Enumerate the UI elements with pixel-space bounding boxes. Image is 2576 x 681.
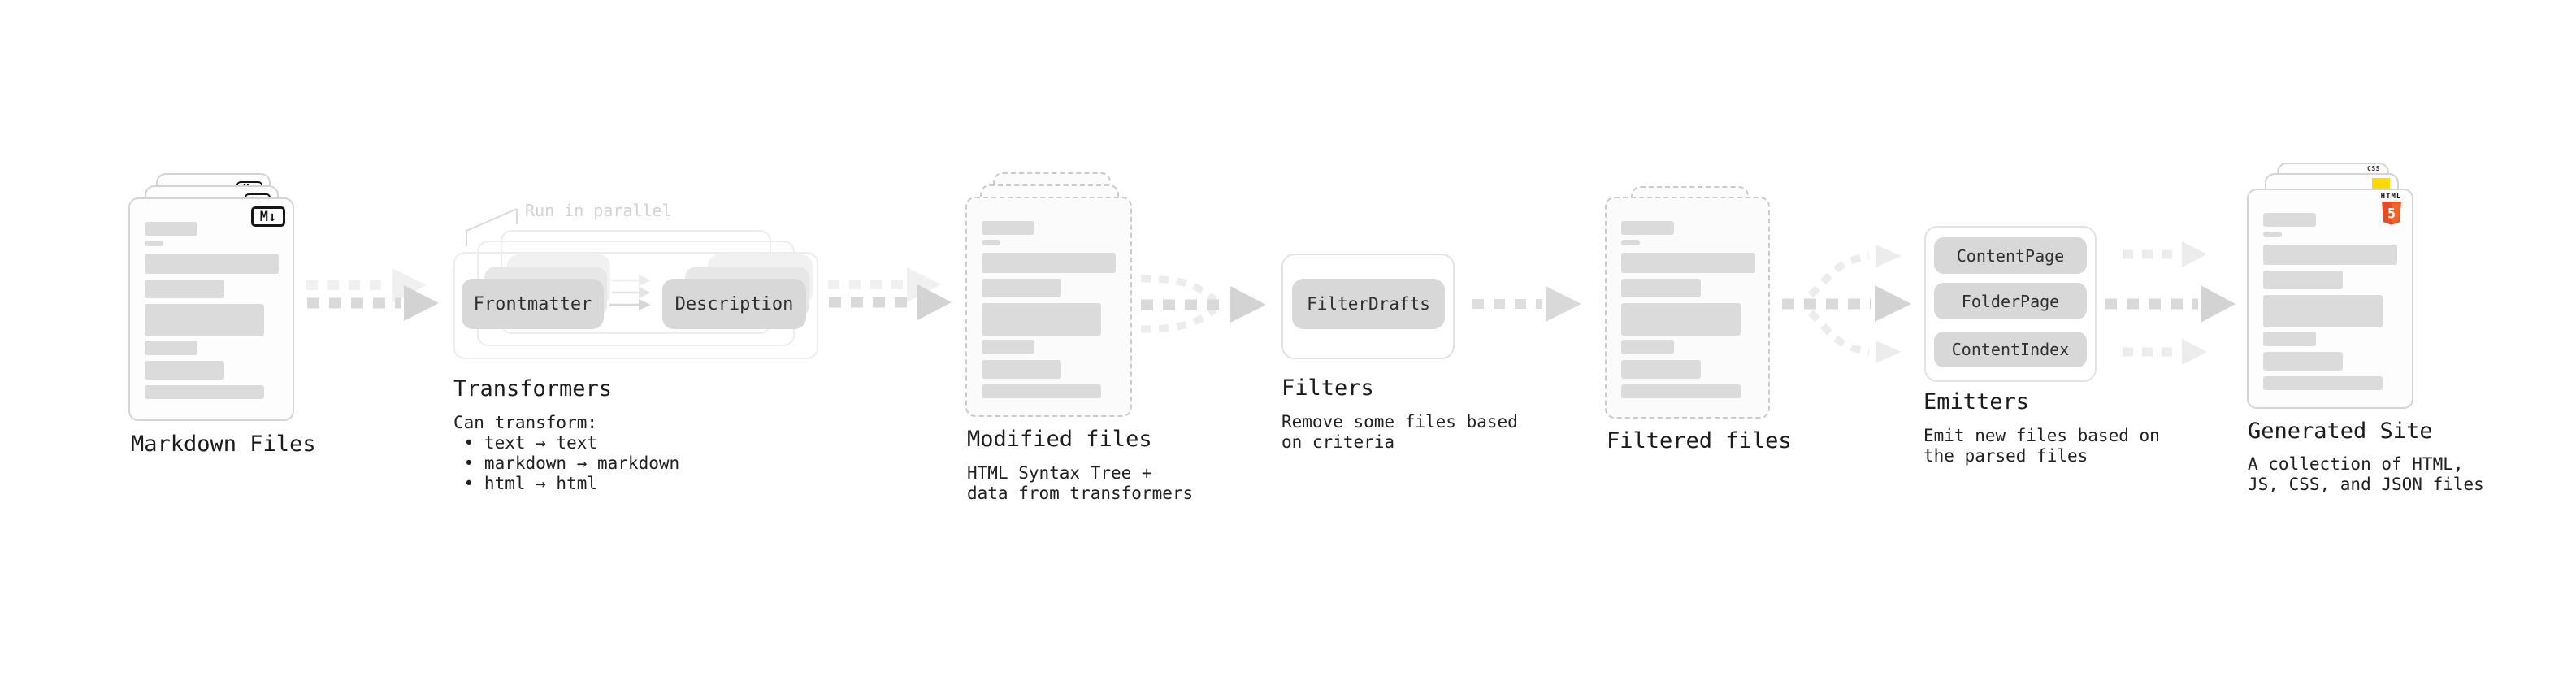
transformers-description: Can transform: • text → text • markdown … — [453, 413, 680, 493]
skeleton-line — [982, 360, 1061, 379]
filters-description: Remove some files based on criteria — [1281, 412, 1518, 452]
frontmatter-pill: Frontmatter — [462, 279, 604, 329]
skeleton-line — [982, 303, 1101, 336]
markdown-icon: M↓ — [251, 206, 285, 227]
transformers-layer-front — [453, 252, 818, 359]
filtered-file-card-front — [1605, 197, 1770, 419]
skeleton-line — [145, 340, 197, 355]
filterdrafts-pill: FilterDrafts — [1292, 279, 1445, 329]
stage-label-modified-files: Modified files — [967, 427, 1152, 452]
skeleton-line — [145, 385, 264, 399]
description-pill: Description — [662, 279, 806, 329]
skeleton-line — [2263, 232, 2282, 237]
modified-file-card-front — [965, 197, 1132, 417]
skeleton-line — [2263, 352, 2343, 371]
skeleton-line — [982, 279, 1061, 297]
skeleton-line — [2263, 376, 2383, 390]
html5-icon: HTML 5 — [2380, 193, 2402, 225]
arrow-filtered-to-emitters-split — [1782, 245, 1911, 363]
stage-label-filters: Filters — [1281, 375, 1374, 401]
skeleton-line — [1621, 303, 1741, 336]
svg-text:5: 5 — [2387, 206, 2396, 222]
skeleton-line — [982, 240, 1000, 245]
contentindex-pill: ContentIndex — [1934, 332, 2087, 367]
stage-label-emitters: Emitters — [1923, 389, 2030, 414]
skeleton-line — [1621, 253, 1755, 273]
stage-label-generated-site: Generated Site — [2248, 419, 2433, 444]
folderpage-pill: FolderPage — [1934, 283, 2087, 319]
generated-site-description: A collection of HTML, JS, CSS, and JSON … — [2248, 454, 2484, 494]
skeleton-line — [2263, 332, 2316, 346]
generated-file-card-front: HTML 5 — [2247, 189, 2413, 409]
javascript-icon — [2372, 178, 2390, 189]
modified-files-description: HTML Syntax Tree + data from transformer… — [967, 463, 1194, 503]
stage-label-transformers: Transformers — [453, 376, 613, 401]
skeleton-line — [982, 253, 1116, 273]
skeleton-line — [2263, 245, 2397, 265]
skeleton-line — [145, 241, 163, 246]
stage-label-markdown-files: Markdown Files — [131, 432, 316, 457]
markdown-file-card-front: M↓ — [128, 197, 294, 421]
skeleton-line — [1621, 240, 1640, 245]
skeleton-line — [1621, 279, 1701, 297]
skeleton-line — [1621, 340, 1674, 354]
skeleton-line — [2263, 271, 2343, 289]
skeleton-line — [1621, 384, 1741, 398]
skeleton-line — [982, 384, 1101, 398]
skeleton-line — [145, 304, 264, 336]
skeleton-line — [1621, 221, 1674, 235]
stage-label-filtered-files: Filtered files — [1607, 428, 1792, 453]
arrow-transformers-to-modified — [828, 267, 952, 320]
skeleton-line — [982, 221, 1034, 235]
arrow-filters-to-filtered — [1472, 286, 1581, 322]
skeleton-line — [145, 280, 224, 298]
skeleton-line — [145, 254, 279, 274]
skeleton-line — [145, 361, 224, 380]
skeleton-line — [2263, 213, 2316, 227]
arrow-markdown-to-transformers — [306, 268, 439, 321]
contentpage-pill: ContentPage — [1934, 237, 2087, 274]
skeleton-line — [145, 222, 197, 236]
skeleton-line — [2263, 295, 2383, 327]
skeleton-line — [1621, 360, 1701, 379]
skeleton-line — [982, 340, 1034, 354]
emitters-description: Emit new files based on the parsed files — [1923, 426, 2160, 466]
arrow-modified-to-filters-merge — [1140, 275, 1266, 333]
run-in-parallel-annotation: Run in parallel — [525, 201, 672, 220]
arrow-emitters-to-generated — [2105, 241, 2236, 365]
